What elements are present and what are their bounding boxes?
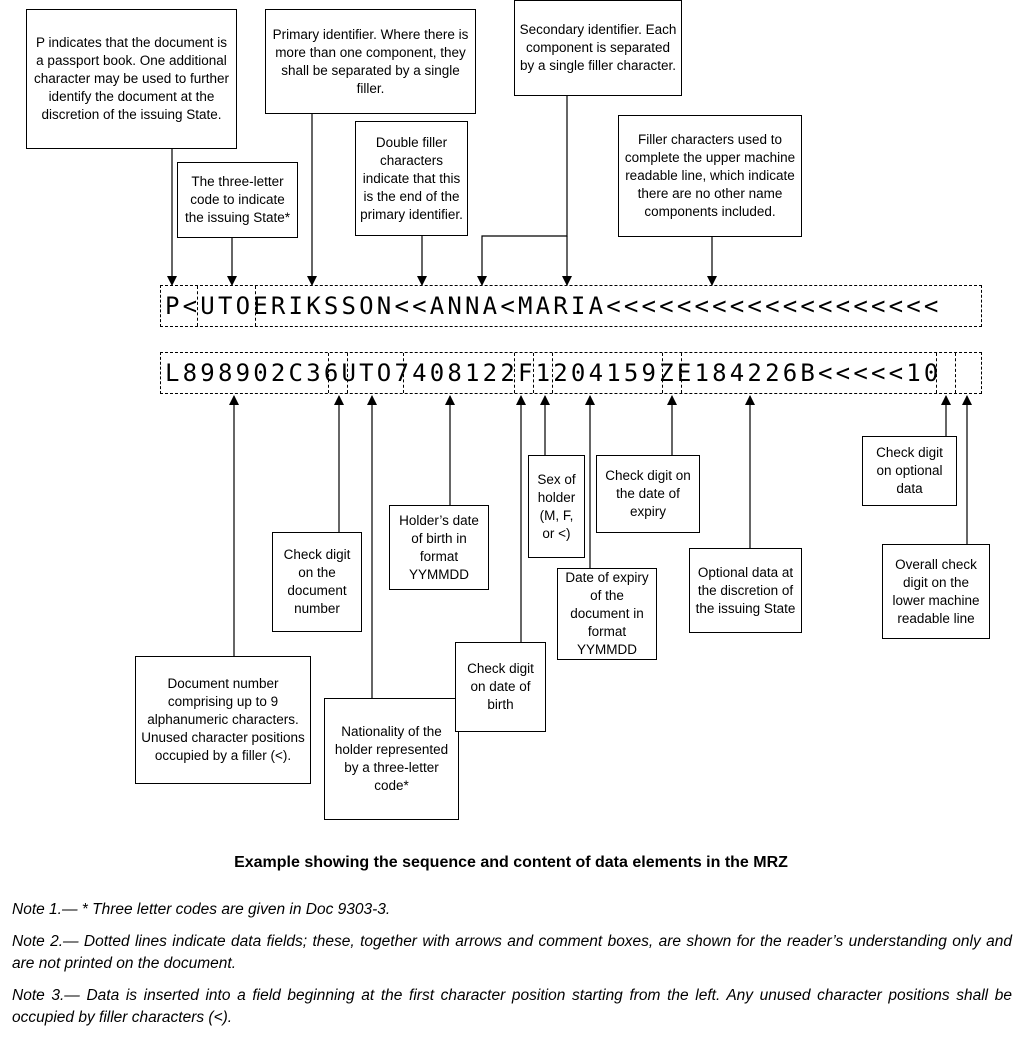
box-double-filler: Double filler characters indicate that t… [355, 121, 468, 236]
mrz-line-1: P<UTOERIKSSON<<ANNA<MARIA<<<<<<<<<<<<<<<… [160, 285, 982, 327]
mrz-line-2-text: L898902C36UTO7408122F1204159ZE184226B<<<… [165, 359, 942, 387]
note-1: Note 1.— * Three letter codes are given … [12, 901, 391, 918]
box-date-of-birth: Holder’s date of birth in format YYMMDD [389, 505, 489, 590]
box-secondary-identifier: Secondary identifier. Each component is … [514, 0, 682, 96]
box-three-letter-code: The three-letter code to indicate the is… [177, 162, 298, 238]
box-date-of-expiry: Date of expiry of the document in format… [557, 568, 657, 660]
arrow-secondary-first [477, 96, 568, 286]
box-optional-data: Optional data at the discretion of the i… [689, 548, 802, 633]
box-filler-upper: Filler characters used to complete the u… [618, 115, 802, 237]
box-document-number: Document number comprising up to 9 alpha… [135, 656, 311, 784]
mrz-line-2: L898902C36UTO7408122F1204159ZE184226B<<<… [160, 352, 982, 394]
box-check-digit-dob: Check digit on date of birth [455, 642, 546, 732]
mrz-line-1-text: P<UTOERIKSSON<<ANNA<MARIA<<<<<<<<<<<<<<<… [165, 292, 942, 320]
box-check-digit-optional: Check digit on optional data [862, 436, 957, 506]
box-nationality: Nationality of the holder represented by… [324, 698, 459, 820]
box-overall-check: Overall check digit on the lower machine… [882, 544, 990, 639]
box-check-digit-doc-number: Check digit on the document number [272, 532, 362, 632]
note-2: Note 2.— Dotted lines indicate data fiel… [12, 933, 1012, 972]
box-primary-identifier: Primary identifier. Where there is more … [265, 9, 476, 114]
box-p-indicates: P indicates that the document is a passp… [26, 9, 237, 149]
box-check-digit-expiry: Check digit on the date of expiry [596, 455, 700, 533]
note-3: Note 3.— Data is inserted into a field b… [12, 987, 1012, 1026]
box-sex: Sex of holder (M, F, or <) [528, 455, 585, 558]
figure-caption: Example showing the sequence and content… [234, 854, 788, 871]
